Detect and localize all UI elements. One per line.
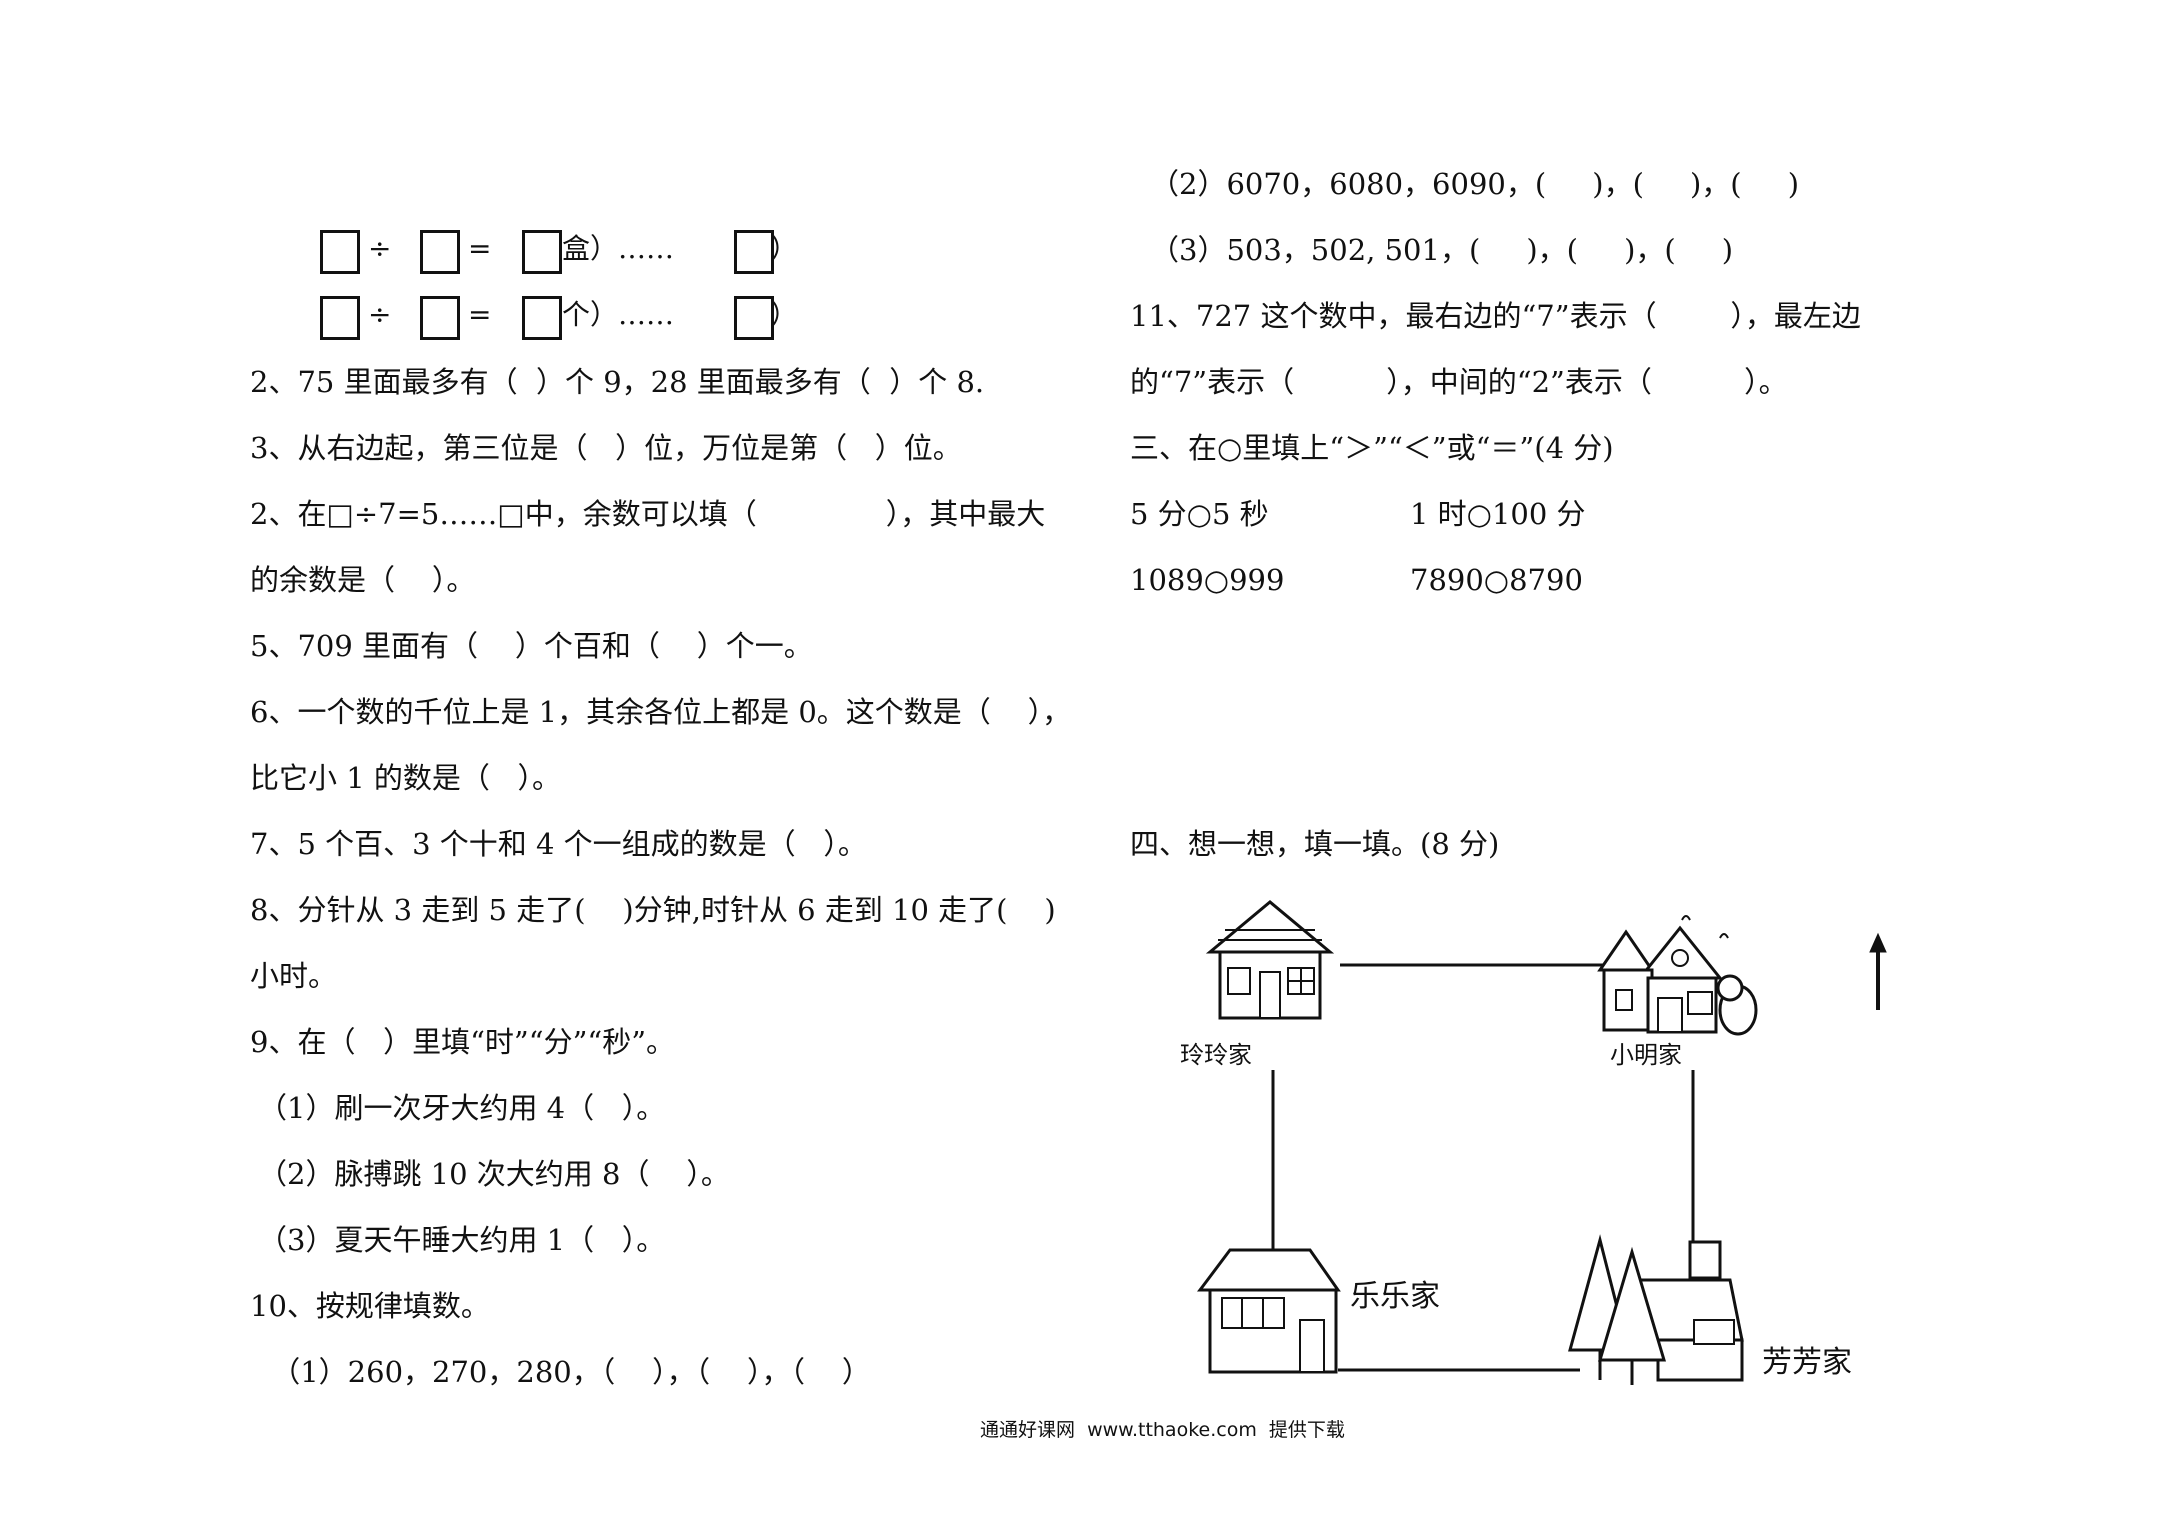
fangfang-house-icon bbox=[1568, 1234, 1744, 1385]
question-line: 的余数是（ ）。 bbox=[250, 563, 476, 597]
section-title: 四、想一想，填一填。(8 分) bbox=[1130, 827, 1500, 861]
question-line: 2、在□÷7=5……□中，余数可以填（ ），其中最大 bbox=[250, 497, 1046, 531]
lele-label: 乐乐家 bbox=[1350, 1279, 1440, 1314]
question-line: 7、5 个百、3 个十和 4 个一组成的数是（ ）。 bbox=[250, 827, 867, 861]
answer-box[interactable] bbox=[522, 230, 562, 274]
question-line: （2）脉搏跳 10 次大约用 8（ ）。 bbox=[258, 1157, 730, 1191]
houses-map: 玲玲家 小明家 乐乐家 芳芳家 bbox=[1170, 880, 1970, 1400]
answer-box[interactable] bbox=[320, 296, 360, 340]
divide-sign: ÷ bbox=[368, 298, 392, 331]
question-line: （3）503，502, 501，( )，( )，( ) bbox=[1150, 233, 1734, 267]
unit-text: 个）…… bbox=[562, 298, 675, 331]
north-arrow-icon bbox=[1869, 932, 1887, 1010]
answer-box[interactable] bbox=[420, 230, 460, 274]
question-line: （1）刷一次牙大约用 4（ ）。 bbox=[258, 1091, 666, 1125]
equals-sign: = bbox=[468, 232, 492, 265]
question-line: 11、727 这个数中，最右边的“7”表示（ ），最左边 bbox=[1130, 299, 1861, 333]
lingling-label: 玲玲家 bbox=[1180, 1041, 1252, 1069]
question-line: 6、一个数的千位上是 1，其余各位上都是 0。这个数是（ ）， bbox=[250, 695, 1072, 729]
question-line: 小时。 bbox=[250, 959, 338, 993]
answer-box[interactable] bbox=[420, 296, 460, 340]
question-line: 的“7”表示（ ），中间的“2”表示（ ）。 bbox=[1130, 365, 1788, 399]
question-line: 10、按规律填数。 bbox=[250, 1289, 490, 1323]
xiaoming-house-icon bbox=[1597, 915, 1758, 1036]
map-drawing bbox=[1197, 900, 1887, 1385]
question-line: （3）夏天午睡大约用 1（ ）。 bbox=[258, 1223, 666, 1257]
answer-box[interactable] bbox=[734, 296, 774, 340]
question-line: （2）6070，6080，6090，( )，( )，( ) bbox=[1150, 167, 1800, 201]
section-title: 三、在○里填上“＞”“＜”或“＝”(4 分) bbox=[1130, 431, 1614, 465]
question-line: 2、75 里面最多有（ ）个 9，28 里面最多有（ ）个 8. bbox=[250, 365, 985, 399]
answer-box[interactable] bbox=[734, 230, 774, 274]
closing-paren: ） bbox=[770, 232, 799, 265]
footer-credit: 通通好课网 www.tthaoke.com 提供下载 bbox=[980, 1419, 1345, 1441]
answer-box[interactable] bbox=[320, 230, 360, 274]
compare-item: 1089○999 bbox=[1130, 563, 1285, 597]
xiaoming-label: 小明家 bbox=[1610, 1041, 1682, 1069]
compare-item: 5 分○5 秒 bbox=[1130, 497, 1269, 531]
lingling-house-icon bbox=[1205, 900, 1335, 1020]
compare-item: 7890○8790 bbox=[1410, 563, 1583, 597]
answer-box[interactable] bbox=[522, 296, 562, 340]
question-line: （1）260，270，280，（ ），（ ），（ ） bbox=[262, 1355, 871, 1389]
unit-text: 盒）…… bbox=[562, 232, 675, 265]
lele-house-icon bbox=[1197, 1248, 1341, 1374]
closing-paren: ） bbox=[770, 298, 799, 331]
compare-item: 1 时○100 分 bbox=[1410, 497, 1586, 531]
divide-sign: ÷ bbox=[368, 232, 392, 265]
fangfang-label: 芳芳家 bbox=[1762, 1345, 1852, 1380]
question-line: 8、分针从 3 走到 5 走了( )分钟,时针从 6 走到 10 走了( ) bbox=[250, 893, 1056, 927]
question-line: 5、709 里面有（ ）个百和（ ）个一。 bbox=[250, 629, 813, 663]
question-line: 9、在（ ）里填“时”“分”“秒”。 bbox=[250, 1025, 676, 1059]
question-line: 3、从右边起，第三位是（ ）位，万位是第（ ）位。 bbox=[250, 431, 962, 465]
question-line: 比它小 1 的数是（ ）。 bbox=[250, 761, 562, 795]
equals-sign: = bbox=[468, 298, 492, 331]
